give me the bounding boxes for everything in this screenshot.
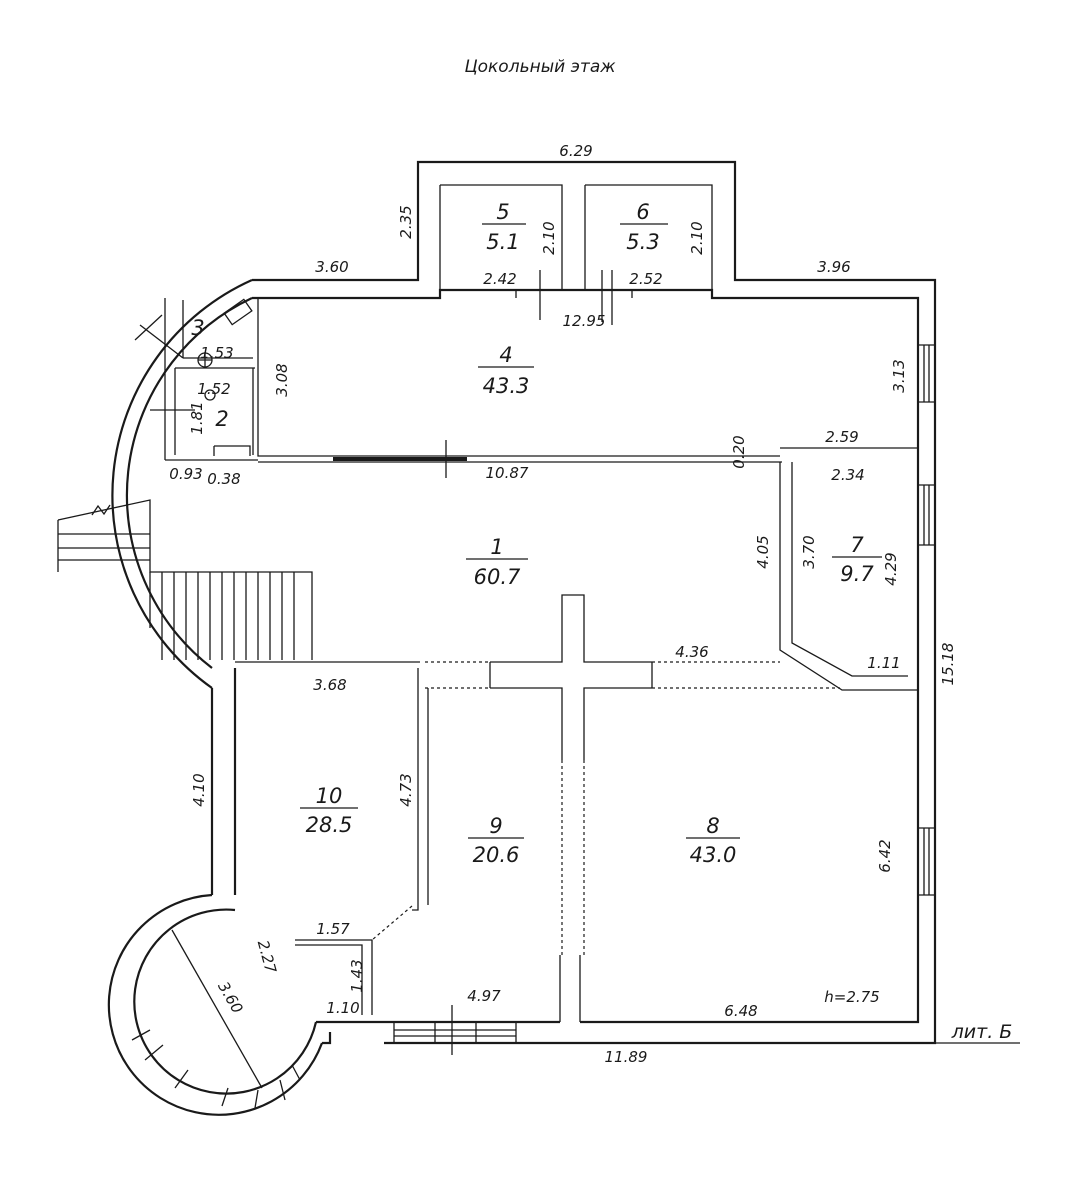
svg-text:3: 3 [191,316,204,340]
svg-text:2.10: 2.10 [688,221,706,254]
svg-text:6.48: 6.48 [724,1002,757,1020]
svg-text:43.0: 43.0 [690,843,737,867]
svg-text:4: 4 [499,343,512,367]
svg-text:10.87: 10.87 [486,464,529,482]
svg-text:4.36: 4.36 [675,643,708,661]
svg-text:2.34: 2.34 [831,466,864,484]
room-6: 6 5.3 [620,200,668,254]
svg-text:1.81: 1.81 [188,401,206,434]
svg-text:10: 10 [316,784,343,808]
svg-text:3.68: 3.68 [313,676,346,694]
svg-text:15.18: 15.18 [939,643,957,686]
svg-text:3.13: 3.13 [890,359,908,392]
svg-text:8: 8 [706,814,719,838]
svg-text:3.60: 3.60 [315,258,348,276]
room-9: 9 20.6 [468,814,524,867]
svg-text:12.95: 12.95 [563,312,606,330]
svg-text:2.10: 2.10 [540,221,558,254]
svg-text:2.59: 2.59 [825,428,858,446]
plan-title: Цокольный этаж [464,57,616,77]
svg-text:9: 9 [489,814,502,838]
svg-text:20.6: 20.6 [473,843,520,867]
svg-text:0.38: 0.38 [207,470,240,488]
svg-text:1.53: 1.53 [200,344,233,362]
svg-text:1.10: 1.10 [326,999,359,1017]
svg-text:0.93: 0.93 [169,465,202,483]
svg-text:1.11: 1.11 [867,654,900,672]
svg-text:4.05: 4.05 [754,535,772,568]
svg-text:4.10: 4.10 [190,773,208,806]
tick-marks [134,270,633,1089]
svg-text:5.3: 5.3 [626,230,659,254]
svg-text:28.5: 28.5 [306,813,353,837]
svg-text:4.73: 4.73 [397,773,415,806]
svg-text:1.57: 1.57 [316,920,350,938]
svg-text:11.89: 11.89 [605,1048,648,1066]
svg-text:3.60: 3.60 [214,979,246,1017]
svg-text:1: 1 [490,535,503,559]
partitions [131,298,918,1109]
building-letter-label: лит. Б [951,1021,1013,1043]
svg-text:1.52: 1.52 [197,380,230,398]
svg-text:2.27: 2.27 [254,938,280,975]
svg-text:7: 7 [850,533,864,557]
svg-text:9.7: 9.7 [840,562,874,586]
room-2: 2 [215,407,228,431]
staircase [57,499,313,660]
room-8: 8 43.0 [686,814,740,867]
svg-text:6.42: 6.42 [876,839,894,872]
height-note: h=2.75 [824,988,879,1006]
svg-text:6.29: 6.29 [559,142,592,160]
svg-text:4.29: 4.29 [882,552,900,585]
svg-text:3.96: 3.96 [817,258,850,276]
svg-text:4.97: 4.97 [467,987,501,1005]
outer-walls [107,160,1020,1116]
svg-text:3.08: 3.08 [273,363,291,396]
room-labels: 5 5.1 6 5.3 4 43.3 3 2 1 60.7 7 9.7 [191,200,882,867]
fixtures [197,298,253,401]
svg-text:5.1: 5.1 [486,230,519,254]
svg-text:1.43: 1.43 [348,959,366,992]
svg-text:0.20: 0.20 [730,435,748,468]
svg-text:5: 5 [496,200,509,224]
room-3: 3 [191,316,204,340]
room-4: 4 43.3 [478,343,534,398]
svg-text:60.7: 60.7 [474,565,521,589]
svg-text:2.42: 2.42 [483,270,516,288]
room-5: 5 5.1 [482,200,526,254]
svg-text:3.70: 3.70 [800,535,818,568]
svg-text:2.35: 2.35 [397,205,415,238]
svg-text:2.52: 2.52 [629,270,662,288]
room-7: 7 9.7 [832,533,882,586]
svg-text:2: 2 [215,407,228,431]
svg-text:6: 6 [636,200,649,224]
svg-text:43.3: 43.3 [483,374,530,398]
room-10: 10 28.5 [300,784,358,837]
right-windows [918,344,935,896]
room-1: 1 60.7 [466,535,528,589]
dimension-labels: 6.29 3.60 3.96 2.35 2.10 2.10 2.42 2.52 … [169,142,957,1066]
